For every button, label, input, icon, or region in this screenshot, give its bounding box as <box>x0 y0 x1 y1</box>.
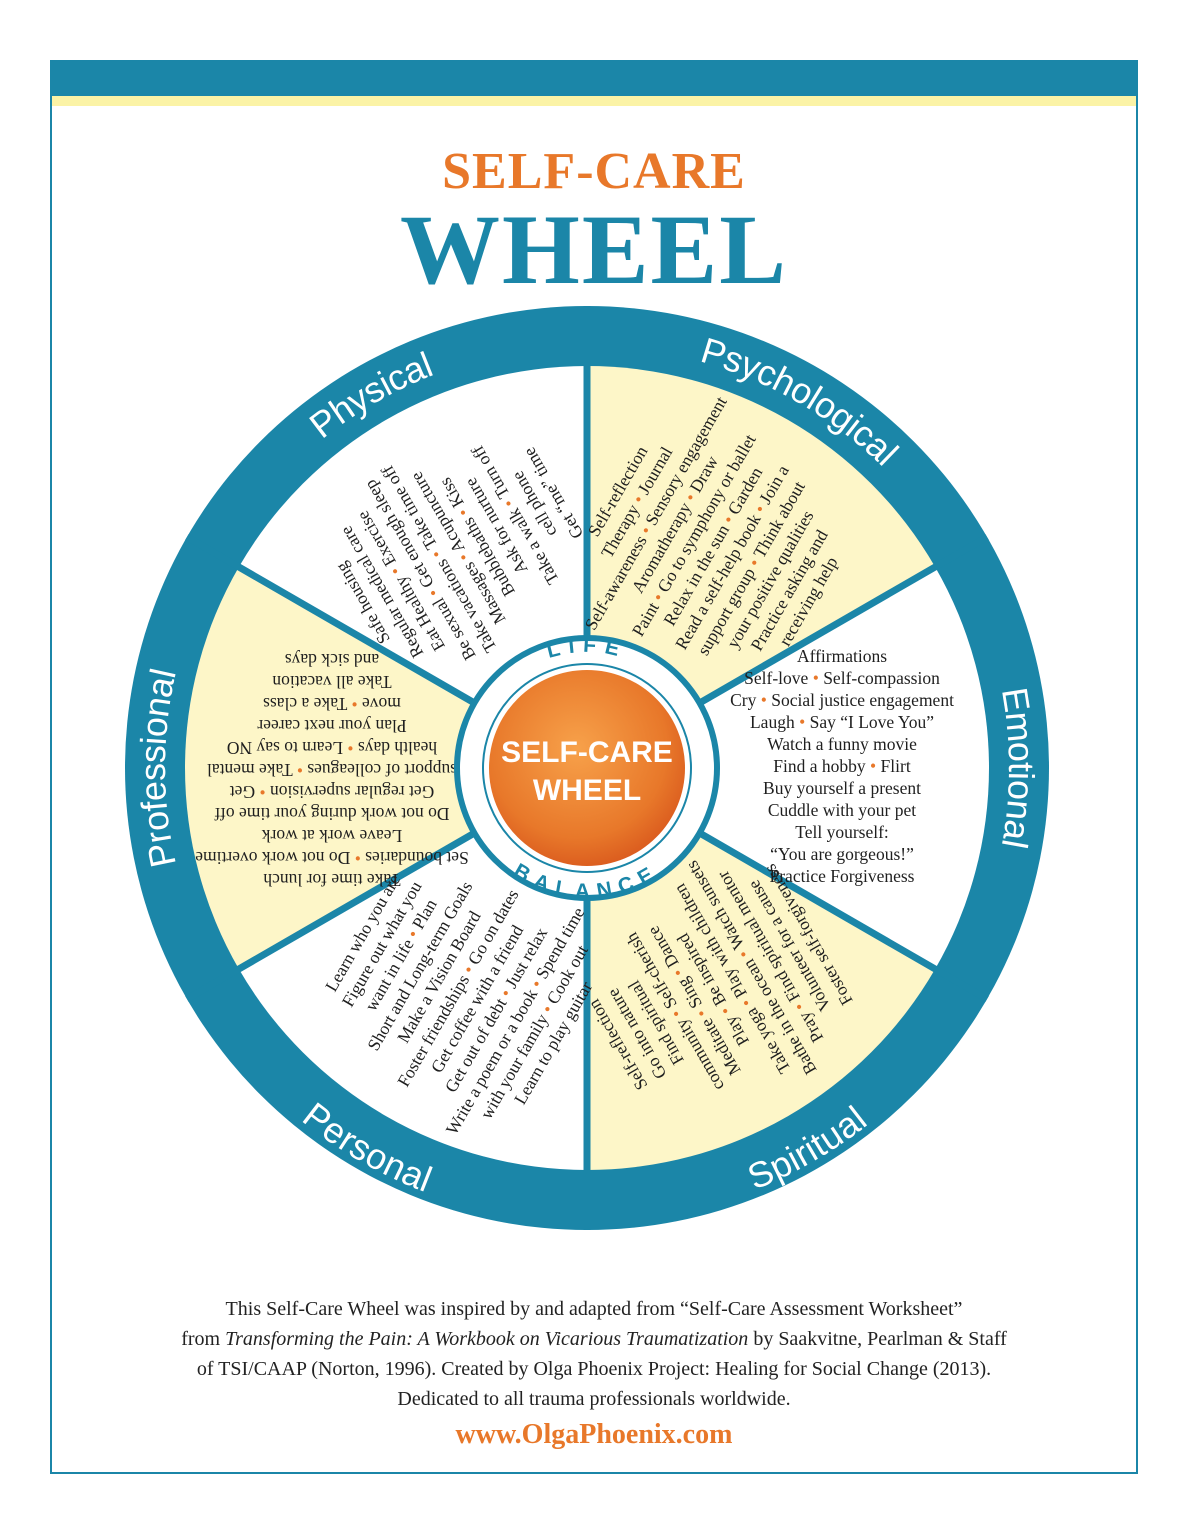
item-line: Take time for lunch <box>263 870 401 890</box>
footer-book-title: Transforming the Pain: A Workbook on Vic… <box>225 1328 749 1350</box>
center-title-line-2: WHEEL <box>533 774 641 807</box>
top-band <box>52 62 1136 96</box>
item-line: Leave work at work <box>262 826 403 846</box>
item-line: Cry • Social justice engagement <box>730 690 954 710</box>
item-line: Get regular supervision • Get <box>230 782 435 802</box>
hub-core <box>489 670 685 866</box>
item-line: Take all vacation <box>272 672 392 692</box>
top-stripe <box>52 96 1136 106</box>
segment-title-emotional: Emotional <box>994 685 1042 852</box>
item-line: Set boundaries • Do not work overtime <box>195 848 469 868</box>
item-line: Find a hobby • Flirt <box>773 756 911 776</box>
item-line: Buy yourself a present <box>763 778 921 798</box>
bullet-icon: • <box>799 712 805 732</box>
item-line: Affirmations <box>797 646 887 666</box>
segment-emotional <box>587 567 989 969</box>
bullet-icon: • <box>761 690 767 710</box>
hub-inner-ring <box>482 663 692 873</box>
item-line: Tell yourself: <box>795 822 889 842</box>
bullet-icon: • <box>351 694 357 714</box>
footer-line-2-end: by Saakvitne, Pearlman & Staff <box>748 1328 1007 1350</box>
item-line: health days • Learn to say NO <box>227 738 437 758</box>
bullet-icon: • <box>259 782 265 802</box>
footer-line-2-start: from <box>181 1328 226 1350</box>
center-title-line-1: SELF-CARE <box>501 736 673 769</box>
footer-line-3: of TSI/CAAP (Norton, 1996). Created by O… <box>196 1358 992 1380</box>
item-line: Laugh • Say “I Love You” <box>750 712 934 732</box>
title-line-2: WHEEL <box>400 194 788 305</box>
website-link[interactable]: www.OlgaPhoenix.com <box>455 1419 733 1450</box>
bullet-icon: • <box>297 760 303 780</box>
footer-line-1: This Self-Care Wheel was inspired by and… <box>225 1298 963 1320</box>
item-line: Plan your next career <box>257 716 406 736</box>
item-line: support of colleagues • Take mental <box>207 760 457 780</box>
item-line: move • Take a class <box>263 694 401 714</box>
title-line-1: SELF-CARE <box>442 143 746 200</box>
footer-line-2: from Transforming the Pain: A Workbook o… <box>52 1324 1136 1354</box>
item-line: Practice Forgiveness <box>770 866 915 886</box>
bullet-icon: • <box>870 756 876 776</box>
item-line: Cuddle with your pet <box>768 800 916 820</box>
item-line: Self-love • Self-compassion <box>744 668 940 688</box>
bullet-icon: • <box>347 738 353 758</box>
bullet-icon: • <box>355 848 361 868</box>
footer-line-4: Dedicated to all trauma professionals wo… <box>397 1388 791 1410</box>
footer-credits: This Self-Care Wheel was inspired by and… <box>52 1294 1136 1450</box>
item-line: Do not work during your time off <box>214 804 449 824</box>
item-line: Watch a funny movie <box>767 734 917 754</box>
item-line: “You are gorgeous!” <box>770 844 914 864</box>
bullet-icon: • <box>813 668 819 688</box>
item-line: and sick days <box>285 650 379 670</box>
segment-professional <box>185 567 588 969</box>
